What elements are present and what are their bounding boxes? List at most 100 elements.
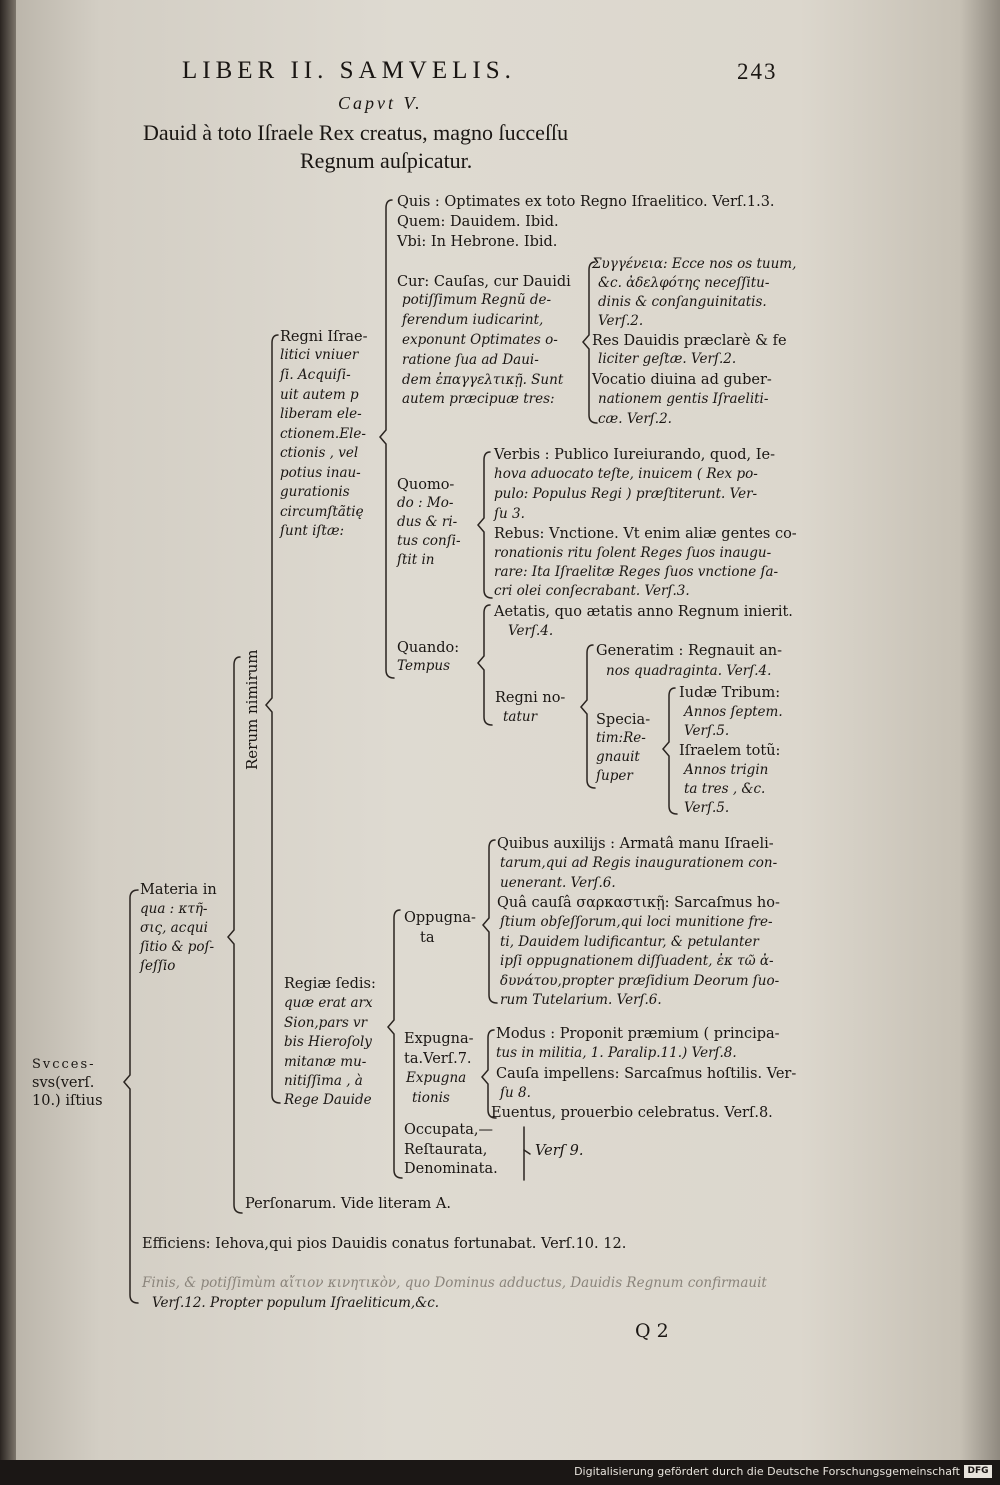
cur-item-b2: liciter geſtæ. Verſ.2.	[598, 351, 737, 367]
quando-line-2: Tempus	[397, 658, 451, 674]
regiae-line-3: Sion,pars vr	[284, 1015, 368, 1031]
personarum-entry: Perſonarum. Vide literam A.	[245, 1196, 451, 1212]
occupata-reference: Verſ 9.	[535, 1143, 584, 1159]
modus-line-1: Modus : Proponit præmium ( principa-	[496, 1026, 780, 1042]
quomodo-line-3: dus & ri-	[397, 514, 458, 530]
aetatis-line-1: Aetatis, quo ætatis anno Regnum inierit.	[494, 604, 793, 620]
bracket-regni	[379, 199, 395, 679]
finis-line-2: Verſ.12. Propter populum Iſraeliticum,&c…	[152, 1295, 440, 1311]
verbis-line-4: ſu 3.	[494, 506, 525, 522]
regni-line-4: uit autem p	[280, 387, 359, 403]
iudae-line-1: Iudæ Tribum:	[679, 685, 781, 701]
oppugnata-line-2: ta	[420, 930, 435, 946]
quomodo-line-5: ſtit in	[397, 552, 435, 568]
cur-line-6: dem ἐπαγγελτικῇ. Sunt	[402, 372, 564, 388]
causa-line-1: Cauſa impellens: Sarcaſmus hoſtilis. Ver…	[496, 1066, 797, 1082]
chapter-heading: Capvt V.	[338, 93, 423, 113]
regni-line-8: potius inau-	[280, 465, 361, 481]
vbi-entry: Vbi: In Hebrone. Ibid.	[397, 234, 558, 250]
aetatis-line-2: Verſ.4.	[508, 623, 554, 639]
generatim-line-2: nos quadraginta. Verſ.4.	[606, 663, 772, 679]
qua-line-1: Quâ cauſâ σαρκαστικῇ: Sarcaſmus ho-	[497, 895, 780, 911]
materia-line-1: Materia in	[140, 882, 217, 898]
expugnata-line-3: Expugna	[406, 1070, 467, 1086]
oppugnata-line-1: Oppugna-	[404, 910, 476, 926]
euentus-entry: Euentus, prouerbio celebratus. Verſ.8.	[491, 1105, 773, 1121]
occupata-line-1: Occupata,—	[404, 1122, 493, 1138]
regiae-line-7: Rege Dauide	[284, 1092, 372, 1108]
quibus-line-1: Quibus auxilijs : Armatâ manu Iſraeli-	[497, 836, 774, 852]
quem-entry: Quem: Dauidem. Ibid.	[397, 214, 559, 230]
bracket-quomodo	[477, 451, 493, 599]
folio-number: 243	[737, 59, 778, 84]
expugnata-line-2: ta.Verſ.7.	[404, 1051, 472, 1067]
cur-item-c1: Vocatio diuina ad guber-	[592, 372, 772, 388]
regni-line-5: liberam ele-	[280, 406, 362, 422]
bracket-rerum	[265, 334, 281, 1104]
bracket-cur	[582, 261, 598, 424]
specia-line-3: gnauit	[596, 749, 640, 765]
quomodo-line-2: do : Mo-	[397, 495, 454, 511]
qua-line-5: δυνάτου,propter præſidium Deorum ſuo-	[500, 973, 780, 989]
israelem-line-1: Iſraelem totũ:	[679, 743, 781, 759]
title-line-2: Regnum auſpicatur.	[300, 148, 473, 173]
materia-line-4: ſitio & poſ-	[140, 939, 215, 955]
specia-line-1: Specia-	[596, 712, 651, 728]
qua-line-2: ſtium obſeſſorum,qui loci munitione fre-	[500, 914, 773, 930]
title-line-1: Dauid à toto Iſraele Rex creatus, magno …	[143, 120, 569, 145]
materia-line-3: σις, acqui	[140, 920, 208, 936]
cur-line-3: ferendum iudicarint,	[402, 312, 544, 328]
regiae-line-4: bis Hieroſoly	[284, 1034, 372, 1050]
regiae-line-6: nitiſſima , à	[284, 1073, 363, 1089]
specia-line-4: ſuper	[596, 768, 633, 784]
bracket-oppugnata	[482, 839, 498, 1004]
regni-tempus-line-1: Regni no-	[495, 690, 566, 706]
cur-line-4: exponunt Optimates o-	[402, 332, 558, 348]
quomodo-line-1: Quomo-	[397, 477, 455, 493]
running-title: LIBER II. SAMVELIS.	[182, 57, 516, 84]
bracket-specia	[662, 687, 678, 815]
occupata-line-2: Reſtaurata,	[404, 1142, 488, 1158]
finis-line-1: Finis, & potiſſimùm αἴτιον κινητικὸν, qu…	[142, 1275, 767, 1291]
regni-tempus-line-2: tatur	[503, 709, 538, 725]
regni-line-11: ſunt iſtæ:	[280, 523, 345, 539]
cur-item-c2: nationem gentis Iſraeliti-	[598, 391, 769, 407]
expugnata-line-1: Expugna-	[404, 1031, 474, 1047]
bracket-occupata-tick	[523, 1149, 531, 1155]
iudae-line-3: Verſ.5.	[684, 723, 730, 739]
cur-item-a4: Verſ.2.	[598, 313, 644, 329]
bracket-materia	[227, 656, 243, 1214]
bracket-expugnata	[481, 1029, 497, 1119]
regni-line-10: circumſtãtię	[280, 504, 364, 520]
occupata-line-3: Denominata.	[404, 1161, 498, 1177]
signature-mark: Q 2	[635, 1320, 669, 1342]
verbis-line-1: Verbis : Publico Iureiurando, quod, Ie-	[494, 447, 775, 463]
israelem-line-2: Annos trigin	[684, 762, 769, 778]
root-line-1: Svcces-	[32, 1057, 96, 1072]
footer-bar: Digitalisierung gefördert durch die Deut…	[0, 1460, 1000, 1485]
qua-line-4: ipſi oppugnationem diſſuadent, ἐκ τῶ ἀ-	[500, 953, 774, 969]
funding-notice: Digitalisierung gefördert durch die Deut…	[574, 1465, 960, 1478]
regni-line-1: Regni Iſrae-	[280, 329, 368, 345]
cur-line-7: autem præcipuæ tres:	[402, 391, 555, 407]
qua-line-6: rum Tutelarium. Verſ.6.	[500, 992, 662, 1008]
iudae-line-2: Annos ſeptem.	[684, 704, 783, 720]
regni-line-2: litici vniuer	[280, 347, 359, 363]
cur-item-c3: cæ. Verſ.2.	[598, 411, 672, 427]
generatim-line-1: Generatim : Regnauit an-	[596, 643, 783, 659]
bracket-root	[123, 889, 139, 1304]
root-line-3: 10.) iſtius	[32, 1093, 103, 1109]
regni-line-6: ctionem.Ele-	[280, 426, 366, 442]
cur-item-a2: &c. ἀδελφότης neceſſitu-	[598, 275, 770, 291]
page-gutter	[0, 0, 16, 1460]
quomodo-line-4: tus conſi-	[397, 533, 461, 549]
dfg-logo: DFG	[964, 1465, 992, 1478]
regni-line-3: ſi. Acquiſi-	[280, 367, 351, 383]
cur-line-1: Cur: Cauſas, cur Dauidi	[397, 274, 571, 290]
rebus-line-2: ronationis ritu ſolent Reges ſuos inaugu…	[494, 545, 772, 561]
cur-item-a3: dinis & conſanguinitatis.	[598, 294, 767, 310]
israelem-line-4: Verſ.5.	[684, 800, 730, 816]
causa-line-2: ſu 8.	[500, 1085, 531, 1101]
